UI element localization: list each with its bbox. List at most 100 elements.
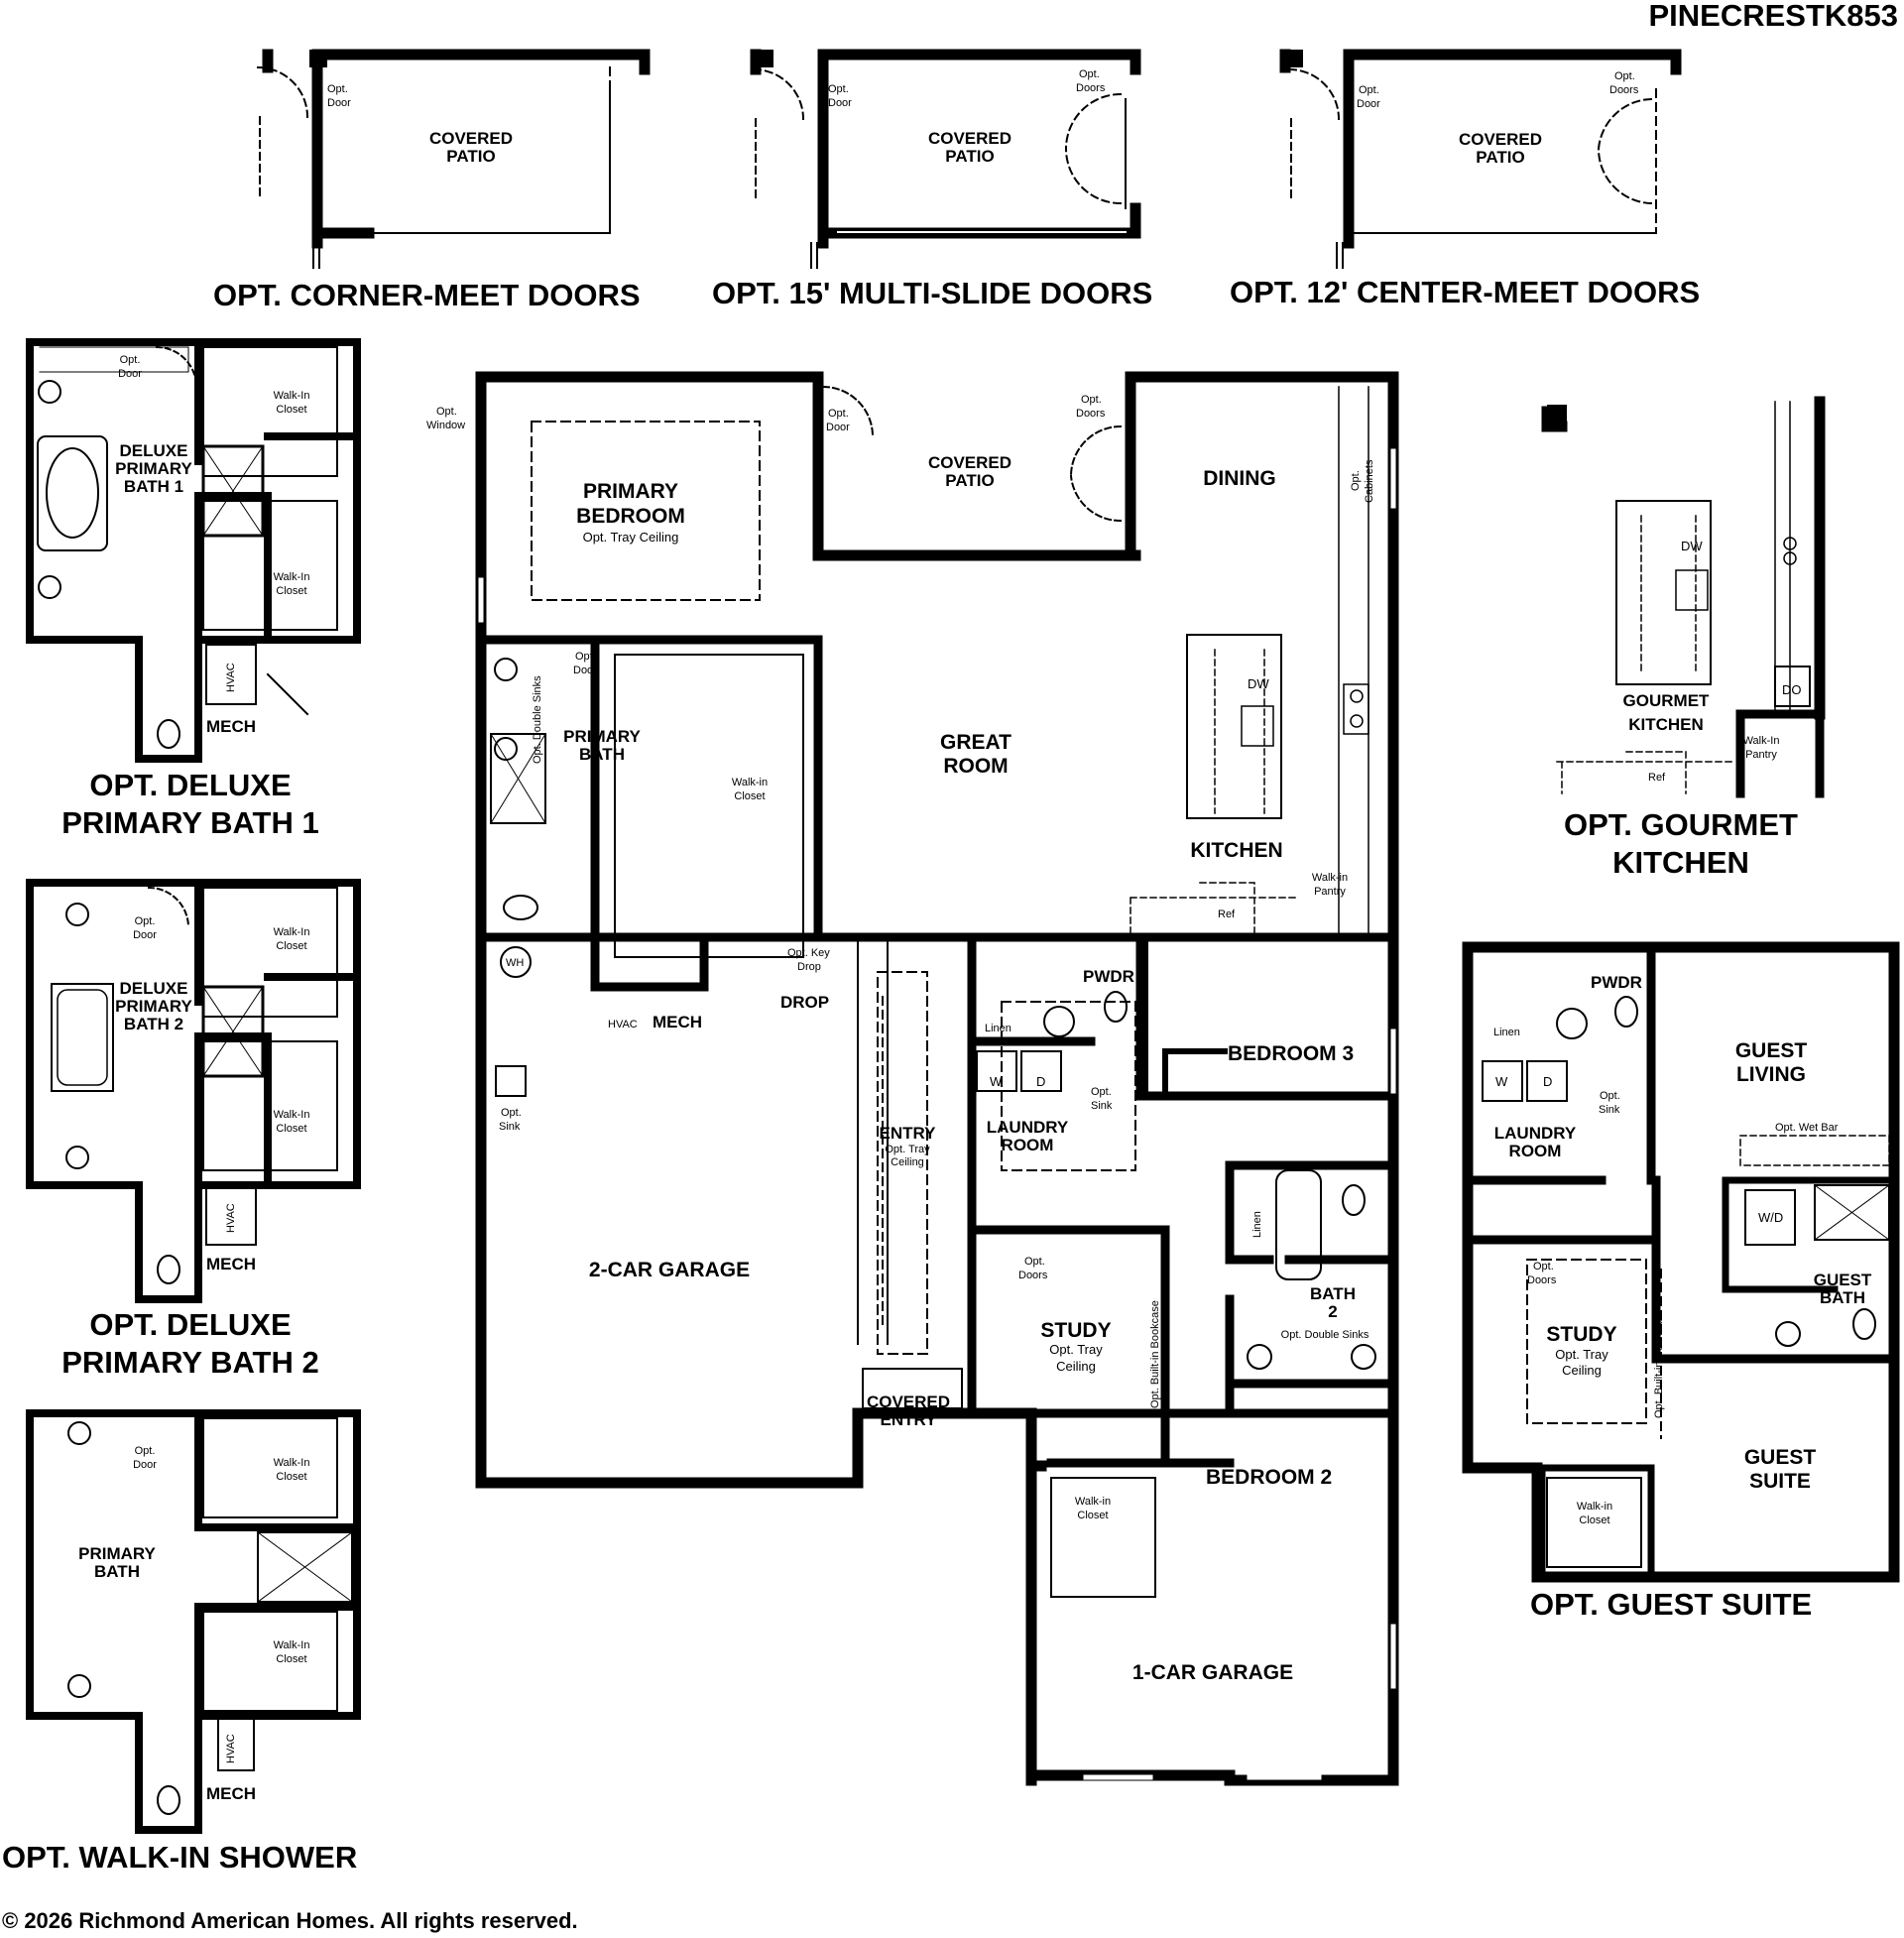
main-entry-tray-1: Opt. Tray (885, 1144, 930, 1155)
main-patio-doors-1: Opt. (1081, 394, 1102, 406)
main-primary-bath-2: BATH (579, 745, 625, 764)
gs-laundry-1: LAUNDRY (1494, 1124, 1577, 1143)
main-double-sinks: Opt. Double Sinks (532, 675, 543, 764)
main-w: W (990, 1074, 1003, 1089)
ws-closet-2a: Walk-In (274, 1639, 310, 1651)
corner-door-1: Opt. (327, 83, 348, 95)
db1-caption-1: OPT. DELUXE (89, 768, 291, 802)
db2-mech: MECH (206, 1255, 256, 1273)
slide-doors-2: Doors (1076, 82, 1106, 94)
main-bed2-closet-2: Closet (1077, 1510, 1108, 1521)
main-hvac: HVAC (608, 1019, 638, 1030)
db2-bath-2: PRIMARY (115, 997, 192, 1016)
main-pantry-2: Pantry (1314, 886, 1346, 898)
main-primary-bath-1: PRIMARY (563, 727, 641, 746)
main-bath2-1: BATH (1310, 1284, 1356, 1303)
main-covered-entry-1: COVERED (867, 1393, 950, 1411)
main-bedroom2: BEDROOM 2 (1206, 1466, 1332, 1489)
gs-closet-1: Walk-in (1577, 1501, 1612, 1513)
main-sink-2: Sink (1091, 1100, 1113, 1112)
ws-door-1: Opt. (135, 1445, 156, 1457)
gk-pantry-2: Pantry (1745, 749, 1777, 761)
main-d: D (1036, 1074, 1045, 1089)
main-bookcase: Opt. Built-in Bookcase (1149, 1300, 1161, 1408)
db1-closet-1a: Walk-In (274, 390, 310, 402)
gs-bath-2: BATH (1820, 1288, 1865, 1307)
main-closet-2: Closet (734, 790, 765, 802)
main-dw: DW (1248, 676, 1269, 691)
gs-sink-1: Opt. (1600, 1090, 1620, 1102)
main-study-tray-2: Ceiling (1056, 1359, 1096, 1374)
main-pwdr: PWDR (1083, 967, 1134, 986)
main-bath2-2: 2 (1328, 1302, 1337, 1321)
gk-pantry-1: Walk-In (1743, 735, 1780, 747)
gs-living-1: GUEST (1735, 1039, 1808, 1062)
main-closet-1: Walk-in (732, 777, 768, 788)
main-patio-door-1: Opt. (828, 408, 849, 420)
gs-suite-1: GUEST (1744, 1446, 1817, 1469)
corner-door-2: Door (327, 97, 351, 109)
main-wh: WH (506, 957, 524, 969)
ws-door-2: Door (133, 1459, 157, 1471)
db2-closet-1b: Closet (276, 940, 306, 952)
gk-dw: DW (1681, 539, 1703, 553)
gk-room-1: GOURMET (1623, 691, 1711, 710)
gs-closet-2: Closet (1579, 1514, 1609, 1526)
main-opt-window-2: Window (426, 420, 465, 431)
gs-suite-2: SUITE (1749, 1470, 1811, 1493)
main-garage-sink-1: Opt. (501, 1107, 522, 1119)
main-bath2-linen: Linen (1251, 1211, 1263, 1238)
main-laundry-1: LAUNDRY (987, 1118, 1069, 1137)
main-study-tray-1: Opt. Tray (1049, 1342, 1103, 1357)
center-door-1: Opt. (1359, 84, 1379, 96)
main-key-drop-2: Drop (797, 961, 821, 973)
main-ref: Ref (1218, 908, 1236, 920)
slide-patio-1: COVERED (928, 129, 1012, 148)
opt-multi-slide-plan (750, 49, 1141, 269)
db1-closet-2a: Walk-In (274, 571, 310, 583)
gs-d: D (1543, 1074, 1552, 1089)
main-great-room-2: ROOM (943, 755, 1008, 778)
main-bath-door-2: Door (573, 665, 597, 676)
db1-bath-3: BATH 1 (124, 477, 183, 496)
gs-living-2: LIVING (1736, 1063, 1806, 1086)
center-door-2: Door (1357, 98, 1380, 110)
caption-multi-slide: OPT. 15' MULTI-SLIDE DOORS (712, 276, 1152, 310)
opt-walk-in-shower-plan (26, 1409, 361, 1834)
db1-mech: MECH (206, 717, 256, 736)
gs-caption: OPT. GUEST SUITE (1530, 1587, 1812, 1622)
db1-closet-1b: Closet (276, 404, 306, 416)
ws-bath-1: PRIMARY (78, 1544, 156, 1563)
db1-hvac: HVAC (225, 663, 237, 692)
ws-closet-2b: Closet (276, 1653, 306, 1665)
main-patio-1: COVERED (928, 453, 1012, 472)
main-entry: ENTRY (880, 1124, 937, 1143)
db2-bath-1: DELUXE (120, 979, 188, 998)
main-pantry-1: Walk-in (1312, 872, 1348, 884)
main-dining: DINING (1203, 467, 1276, 490)
db2-door-1: Opt. (135, 915, 156, 927)
opt-deluxe-bath-1-plan (26, 338, 361, 763)
main-drop: DROP (780, 993, 829, 1012)
db2-bath-3: BATH 2 (124, 1015, 183, 1033)
opt-guest-suite-plan (1462, 941, 1900, 1583)
ws-closet-1b: Closet (276, 1471, 306, 1483)
slide-doors-1: Opt. (1079, 68, 1100, 80)
main-opt-window-1: Opt. (436, 406, 457, 418)
caption-corner-meet: OPT. CORNER-MEET DOORS (213, 278, 641, 312)
main-patio-door-2: Door (826, 422, 850, 433)
main-laundry-2: ROOM (1002, 1136, 1054, 1154)
ws-closet-1a: Walk-In (274, 1457, 310, 1469)
slide-door-1: Opt. (828, 83, 849, 95)
db2-closet-2b: Closet (276, 1123, 306, 1135)
main-study: STUDY (1040, 1319, 1111, 1342)
db1-door-1: Opt. (120, 354, 141, 366)
ws-mech: MECH (206, 1784, 256, 1803)
gs-laundry-2: ROOM (1509, 1142, 1562, 1160)
main-linen: Linen (985, 1023, 1012, 1034)
gs-doors-1: Opt. (1533, 1261, 1554, 1272)
slide-door-2: Door (828, 97, 852, 109)
gs-study: STUDY (1546, 1323, 1616, 1346)
center-patio-1: COVERED (1459, 130, 1542, 149)
